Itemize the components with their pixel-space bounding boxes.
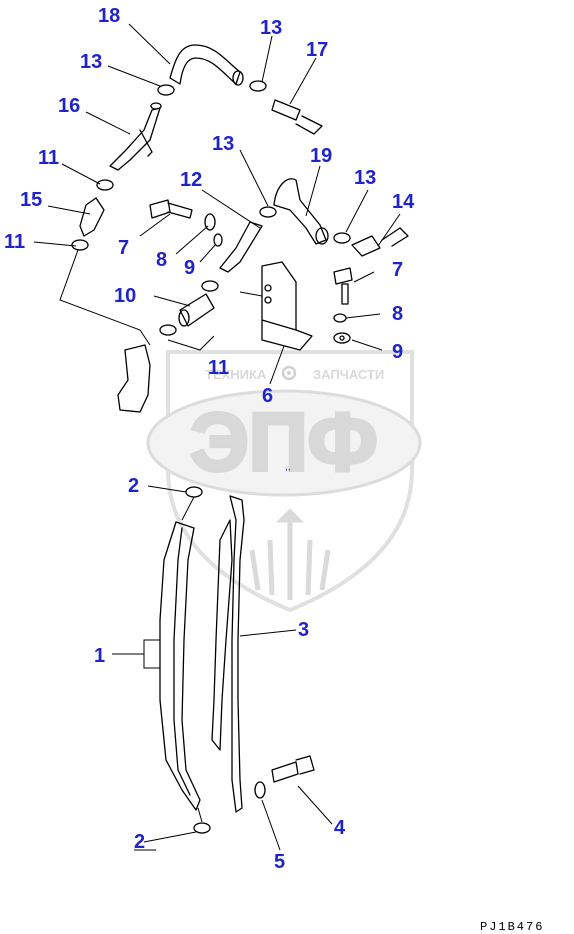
part-13-clamp-a [157,84,175,96]
part-2-clamp-bottom [193,822,211,834]
callout-17: 17 [306,39,328,61]
part-18-elbow-hose [169,44,241,85]
watermark-logo: ЭПФ [190,397,377,488]
callout-11-a: 11 [38,147,59,169]
part-9-washer-b [333,332,351,344]
callout-19: 19 [310,145,332,167]
callout-16: 16 [58,95,80,117]
callout-10: 10 [114,285,136,307]
part-9-washer-a [213,233,223,247]
callout-4: 4 [334,817,346,839]
part-15-hose [79,197,105,237]
part-13-clamp-b [249,80,267,92]
callout-13-left: 13 [80,51,102,73]
callout-5: 5 [274,851,285,873]
watermark: ТЕХНИКА ЗАПЧАСТИ ЭПФ [146,350,422,613]
part-7-bolt-a [149,199,193,219]
callout-9-left: 9 [184,257,195,279]
watermark-brand-top: ТЕХНИКА [205,367,267,382]
part-10-hose [179,293,215,327]
part-11-clamp-b [71,239,89,251]
part-2-clamp-top [185,486,203,498]
callout-6: 6 [262,385,273,407]
svg-text:,,: ,, [285,462,291,473]
lower-assembly [159,486,315,834]
part-4-bolt [271,755,315,783]
watermark-oval [146,389,422,497]
part-16-pipe [109,107,161,171]
callout-13-top: 13 [260,17,282,39]
callout-7-right: 7 [392,259,403,281]
callout-9-right: 9 [392,341,403,363]
callout-2-top: 2 [128,475,139,497]
part-fitting [117,344,151,413]
part-17-pipe [271,99,323,135]
part-8-washer-b [333,313,347,323]
part-11-clamp-d [159,324,177,336]
callout-8-left: 8 [156,249,167,271]
part-8-washer-a [204,213,216,231]
middle-assembly: ,, [149,178,409,473]
part-13-clamp-c [259,206,277,218]
callout-12: 12 [180,169,202,191]
leader-lines [33,23,401,851]
watermark-wheat-emblem [249,508,331,600]
upper-hose-assembly [59,44,323,413]
part-5-washer [254,781,266,799]
part-14-pipe [351,227,409,257]
callout-8-right: 8 [392,303,403,325]
callout-18: 18 [98,5,120,27]
drawing-code: PJ1B476 [480,920,544,934]
callouts: 18 13 17 13 16 13 19 11 12 13 15 14 11 7… [4,5,415,873]
part-11-clamp-a [96,179,114,191]
callout-7-left: 7 [118,237,129,259]
callout-14: 14 [392,191,415,213]
part-11-clamp-c [201,280,219,292]
callout-11-b: 11 [4,231,25,253]
gear-icon [281,365,297,381]
callout-11-c: 11 [208,357,229,379]
callout-13-mid: 13 [212,133,234,155]
part-12-hose [219,221,263,273]
callout-13-right: 13 [354,167,376,189]
watermark-shield [166,350,414,613]
part-6-bracket [261,261,313,351]
callout-3: 3 [298,619,309,641]
part-13-clamp-d [333,232,351,244]
callout-15: 15 [20,189,42,211]
part-19-elbow-hose [273,178,327,245]
callout-1: 1 [94,645,105,667]
part-3-panel [229,495,245,813]
part-7-bolt-b [333,267,353,305]
callout-2-bottom: 2 [134,831,145,853]
part-1-panel [159,521,201,811]
watermark-brand-bottom: ЗАПЧАСТИ [313,367,384,382]
